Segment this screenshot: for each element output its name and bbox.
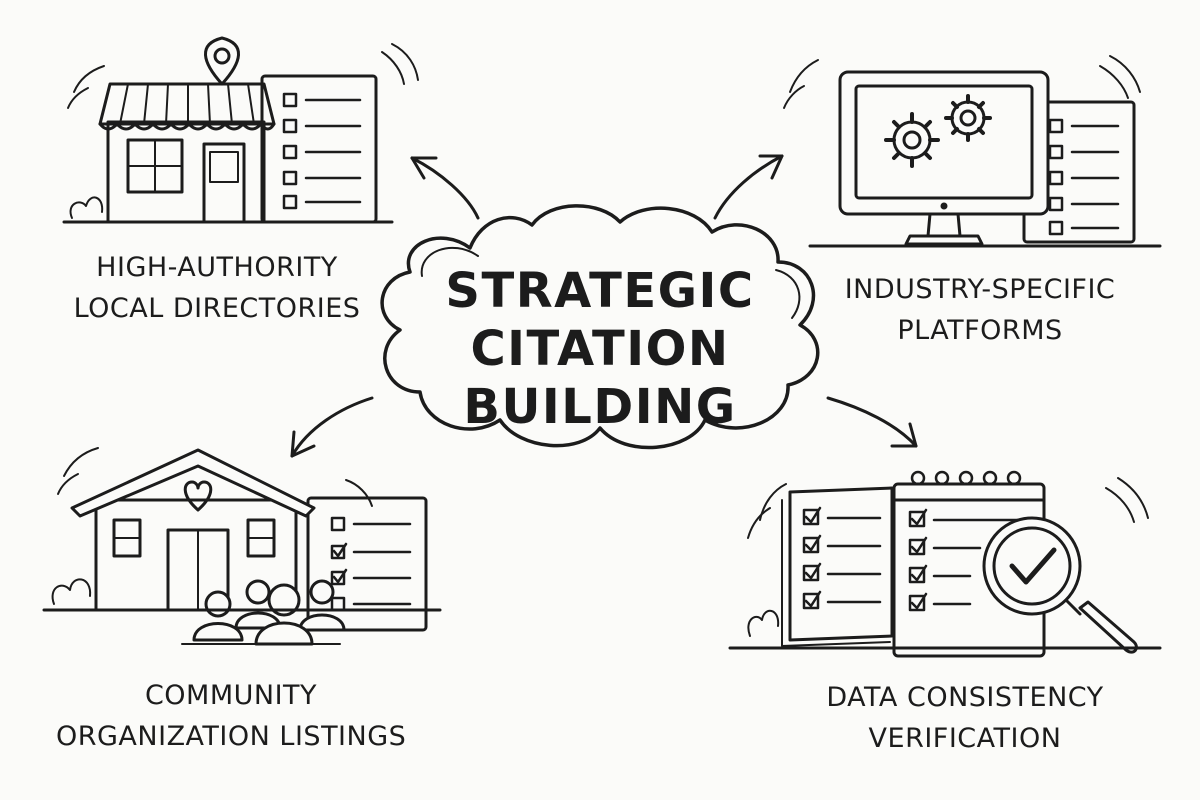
label-line: VERIFICATION <box>868 722 1062 754</box>
center-title-line-1: STRATEGIC <box>445 263 755 319</box>
center-title-line-3: BUILDING <box>463 379 737 435</box>
center-title-line-2: CITATION <box>470 321 730 377</box>
label-high-authority-local-directories: HIGH-AUTHORITY LOCAL DIRECTORIES <box>72 248 362 329</box>
arrow-to-bottom-left <box>290 396 374 458</box>
monitor-icon <box>783 55 1162 248</box>
data-verification-icon <box>728 470 1162 658</box>
arrow-to-top-right <box>713 154 784 220</box>
label-line: ORGANIZATION LISTINGS <box>56 720 407 752</box>
label-industry-specific-platforms: INDUSTRY-SPECIFIC PLATFORMS <box>830 270 1130 351</box>
label-line: LOCAL DIRECTORIES <box>73 292 361 324</box>
label-line: DATA CONSISTENCY <box>826 682 1104 713</box>
label-line: COMMUNITY <box>144 680 318 711</box>
center-title: STRATEGIC CITATION BUILDING <box>400 262 800 436</box>
label-line: INDUSTRY-SPECIFIC <box>844 274 1116 305</box>
storefront-icon <box>62 36 419 224</box>
arrow-to-bottom-right <box>826 396 918 448</box>
label-community-organization-listings: COMMUNITY ORGANIZATION LISTINGS <box>56 676 406 757</box>
label-line: HIGH-AUTHORITY <box>96 252 338 283</box>
cloud-shape <box>380 204 820 450</box>
label-line: PLATFORMS <box>897 314 1063 346</box>
community-house-icon <box>42 447 442 646</box>
label-data-consistency-verification: DATA CONSISTENCY VERIFICATION <box>800 678 1130 759</box>
arrow-to-top-left <box>410 156 480 220</box>
